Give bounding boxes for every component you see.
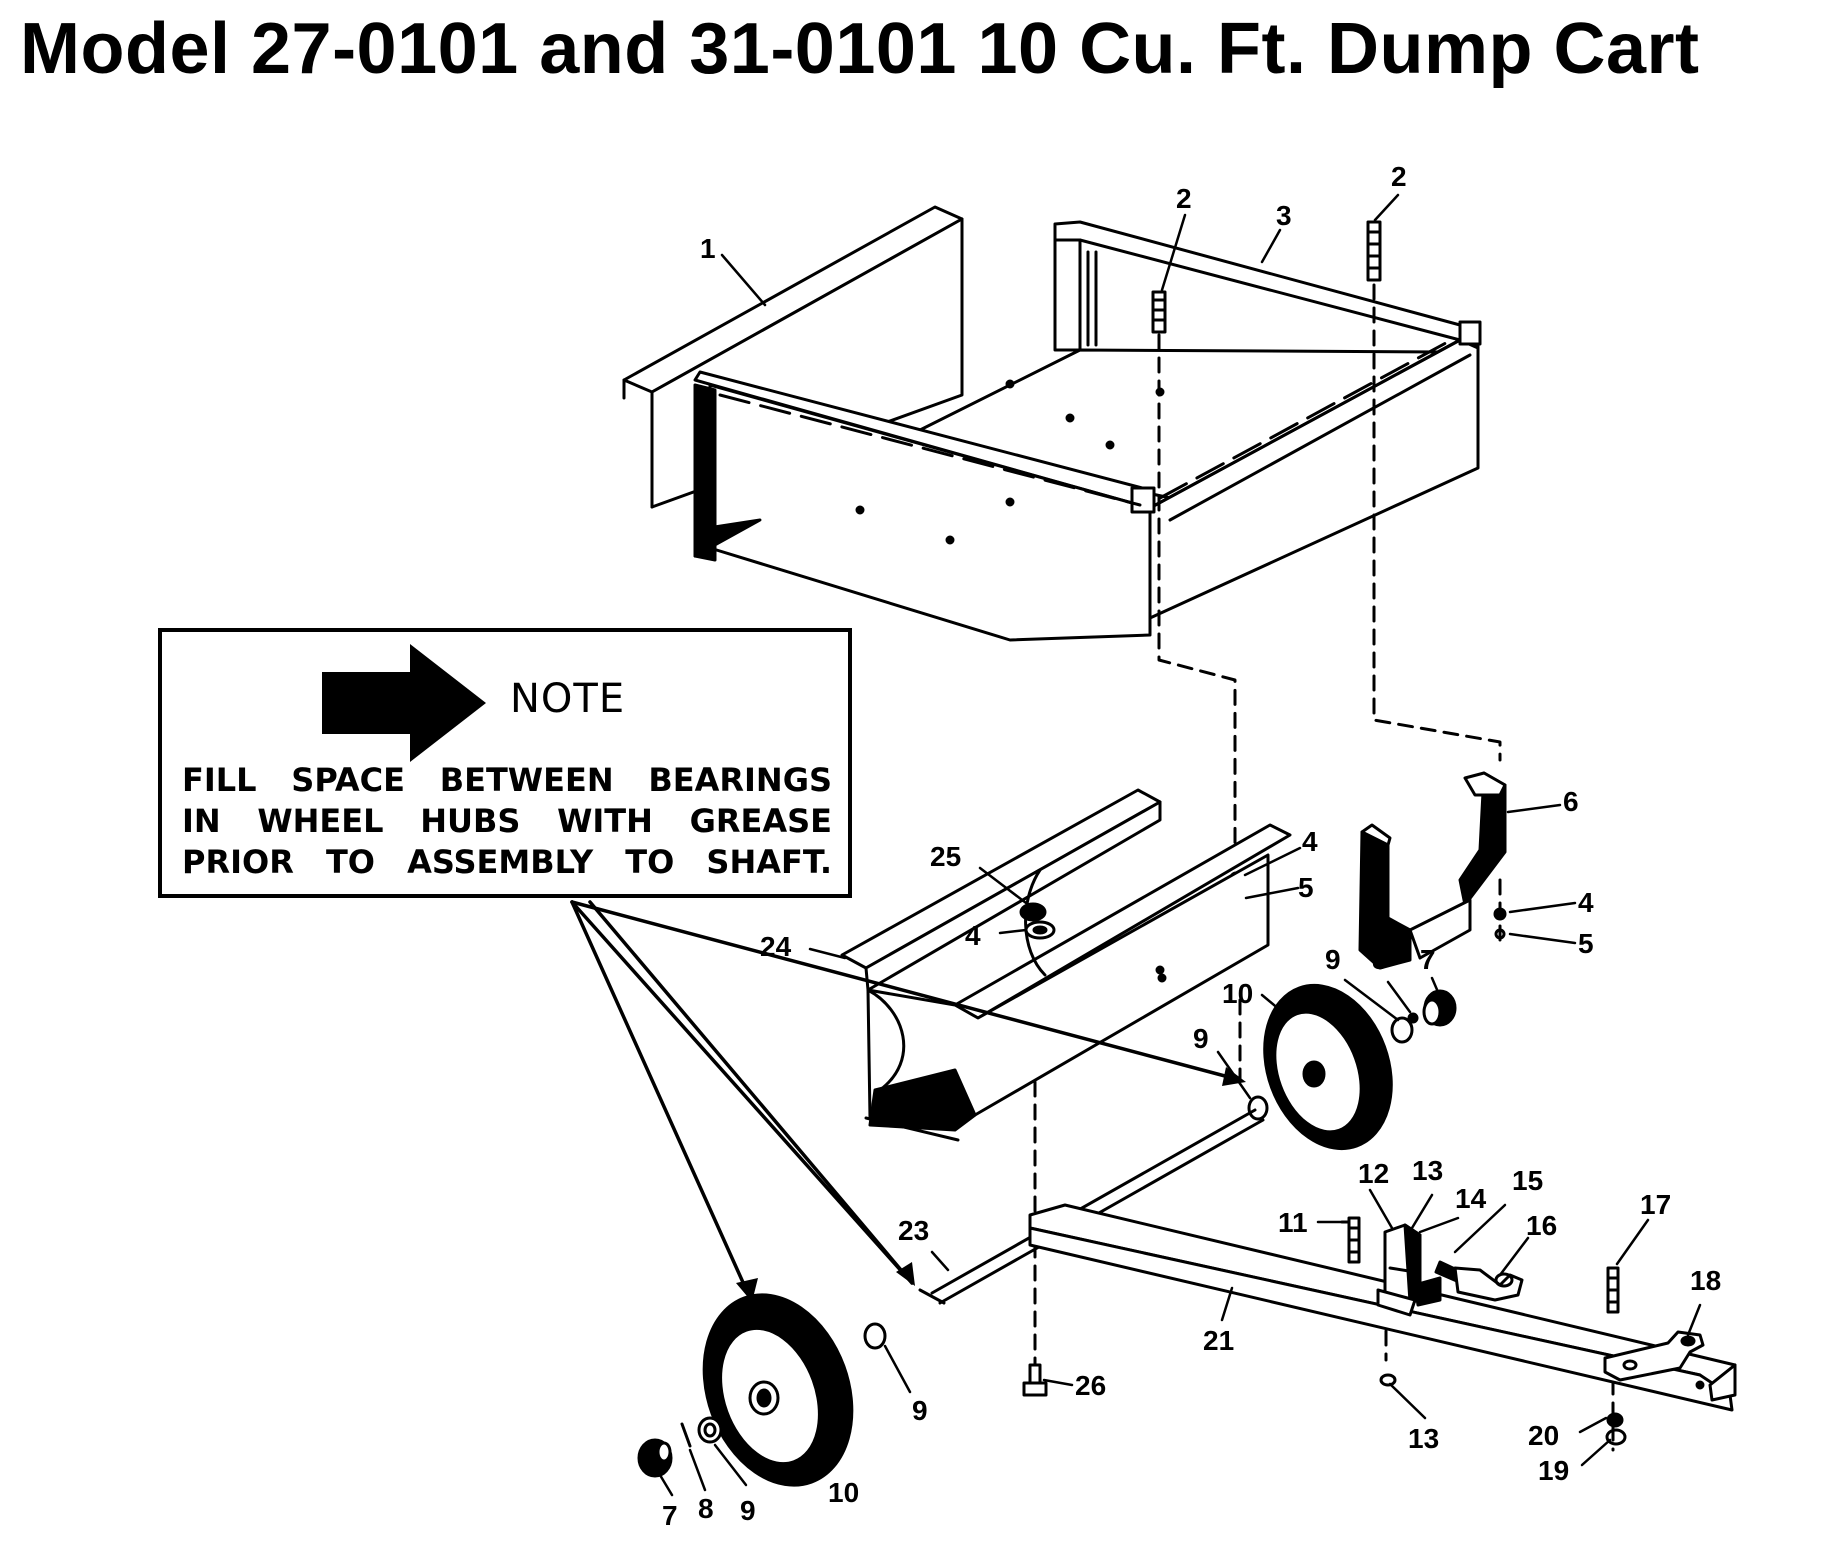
callout-label: 15 xyxy=(1512,1165,1543,1196)
callout-label: 4 xyxy=(1302,826,1318,857)
callout-labels: 1 2 2 3 4 5 6 4 5 25 4 24 9 8 7 10 9 12 … xyxy=(662,161,1721,1531)
callout-leaders xyxy=(658,193,1702,1497)
callout-label: 21 xyxy=(1203,1325,1234,1356)
callout-label: 3 xyxy=(1276,200,1292,231)
callout-label: 2 xyxy=(1391,161,1407,192)
note-box: NOTE FILL SPACE BETWEEN BEARINGS IN WHEE… xyxy=(158,628,852,898)
axle-shaft-part xyxy=(918,1108,1265,1305)
note-line: FILL SPACE BETWEEN BEARINGS xyxy=(182,761,832,799)
callout-label: 5 xyxy=(1578,928,1594,959)
note-body: FILL SPACE BETWEEN BEARINGS IN WHEEL HUB… xyxy=(182,760,832,883)
hub-cap-right xyxy=(1422,989,1457,1027)
callout-label: 4 xyxy=(965,920,981,951)
callout-label: 10 xyxy=(1222,978,1253,1009)
callout-label: 11 xyxy=(1278,1207,1308,1238)
callout-label: 25 xyxy=(930,841,961,872)
bolt-17 xyxy=(1606,1266,1620,1314)
callout-label: 18 xyxy=(1690,1265,1721,1296)
bolt-26 xyxy=(1022,1363,1048,1397)
callout-label: 1 xyxy=(700,233,716,264)
callout-label: 13 xyxy=(1408,1423,1439,1454)
bracket-part xyxy=(1358,771,1507,970)
right-arrow-icon xyxy=(322,644,486,762)
callout-label: 8 xyxy=(1372,944,1388,975)
hitch-assembly-part xyxy=(1376,1223,1524,1317)
callout-label: 8 xyxy=(698,1493,714,1524)
callout-label: 4 xyxy=(1578,887,1594,918)
note-pointer-arrows xyxy=(570,900,1242,1300)
hub-cap-left xyxy=(637,1438,673,1478)
callout-label: 2 xyxy=(1176,183,1192,214)
callout-label: 9 xyxy=(1193,1023,1209,1054)
cart-box-part xyxy=(693,220,1482,642)
callout-label: 23 xyxy=(898,1215,929,1246)
callout-label: 24 xyxy=(760,931,792,962)
callout-label: 19 xyxy=(1538,1455,1569,1486)
bolt-2-left xyxy=(1151,290,1167,334)
right-wheel-part xyxy=(1263,983,1393,1151)
note-heading: NOTE xyxy=(510,676,626,722)
callout-label: 16 xyxy=(1526,1210,1557,1241)
note-line: PRIOR TO ASSEMBLY TO SHAFT. xyxy=(182,843,832,881)
callout-label: 9 xyxy=(1325,944,1341,975)
hitch-bracket-18 xyxy=(1603,1330,1705,1382)
bolt-11 xyxy=(1347,1216,1361,1264)
left-wheel-part xyxy=(702,1293,854,1487)
callout-label: 13 xyxy=(1412,1155,1443,1186)
bolt-2-right xyxy=(1366,220,1382,282)
callout-label: 10 xyxy=(828,1477,859,1508)
callout-label: 6 xyxy=(1563,786,1579,817)
callout-label: 9 xyxy=(912,1395,928,1426)
callout-label: 26 xyxy=(1075,1370,1106,1401)
callout-label: 7 xyxy=(1420,944,1436,975)
callout-label: 12 xyxy=(1358,1158,1389,1189)
note-line: IN WHEEL HUBS WITH GREASE xyxy=(182,802,832,840)
callout-label: 7 xyxy=(662,1500,678,1531)
page-title: Model 27-0101 and 31-0101 10 Cu. Ft. Dum… xyxy=(20,9,1700,89)
axle-frame-part xyxy=(840,788,1292,1142)
callout-label: 9 xyxy=(740,1495,756,1526)
callout-label: 20 xyxy=(1528,1420,1559,1451)
note-arrowheads xyxy=(736,1067,1246,1302)
callout-label: 17 xyxy=(1640,1189,1671,1220)
washer-nut-25 xyxy=(1019,902,1056,940)
callout-label: 5 xyxy=(1298,872,1314,903)
callout-label: 14 xyxy=(1455,1183,1487,1214)
